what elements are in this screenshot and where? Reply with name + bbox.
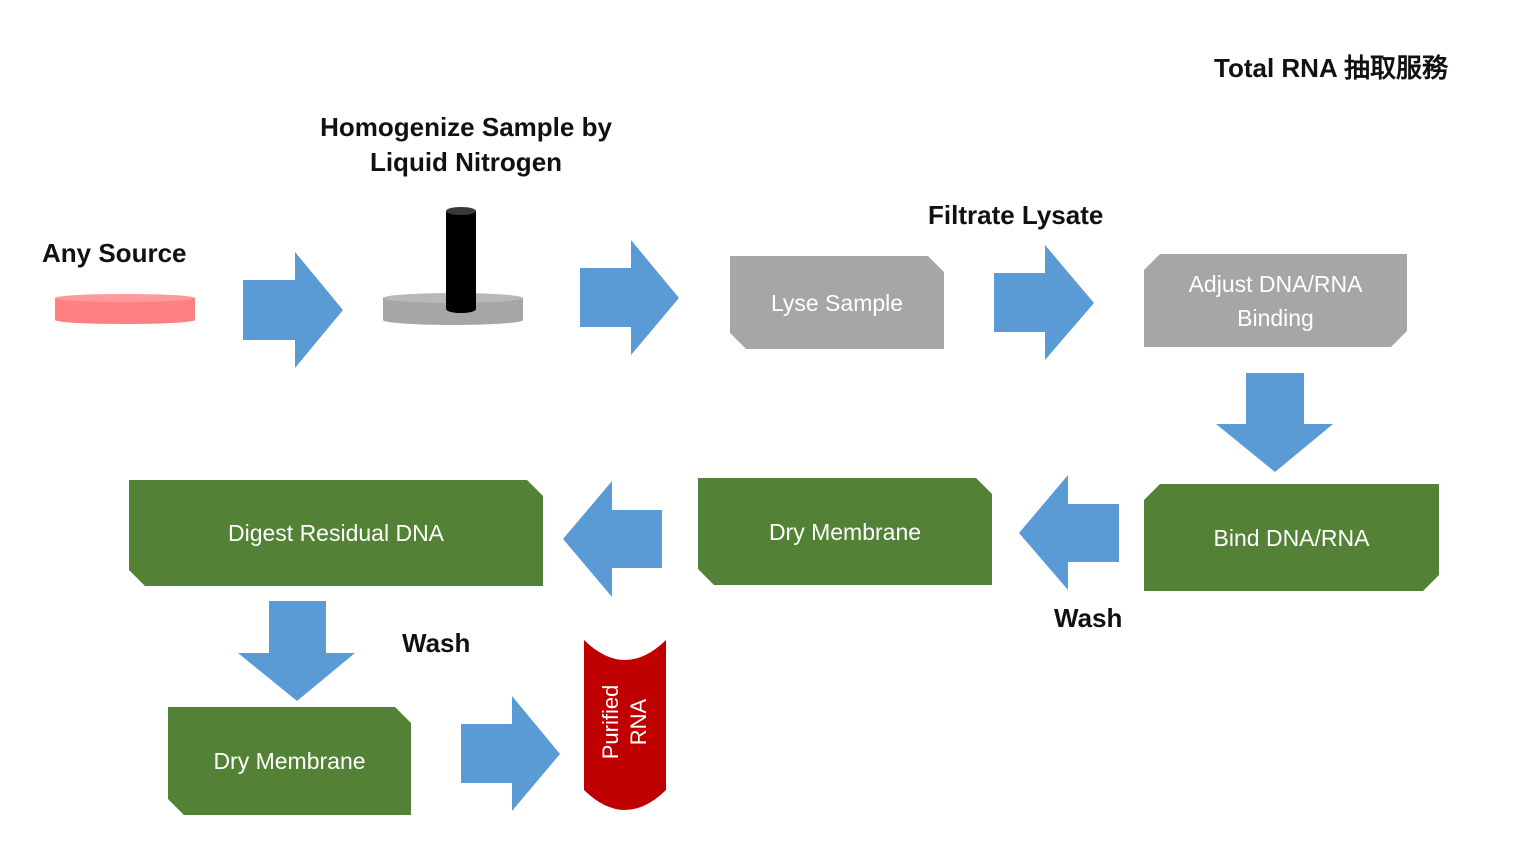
arrow-right-3 bbox=[994, 245, 1094, 360]
bind-step: Bind DNA/RNA bbox=[1144, 484, 1439, 591]
dry-membrane-step-2: Dry Membrane bbox=[168, 707, 411, 815]
homogenizer-icon bbox=[383, 207, 523, 325]
wash-label-2: Wash bbox=[402, 628, 471, 658]
wash-label-1: Wash bbox=[1054, 603, 1123, 633]
adjust-binding-step: Adjust DNA/RNA Binding bbox=[1144, 254, 1407, 347]
rna-tube-label: Purified RNA bbox=[597, 647, 653, 797]
homogenize-label-line2: Liquid Nitrogen bbox=[369, 147, 563, 177]
dry-membrane-step-1: Dry Membrane bbox=[698, 478, 992, 585]
rna-tube-label-line2: RNA bbox=[626, 698, 651, 746]
rna-tube-icon: Purified RNA bbox=[583, 640, 667, 812]
lyse-sample-label: Lyse Sample bbox=[770, 289, 904, 316]
adjust-binding-label-line2: Binding bbox=[1237, 304, 1314, 331]
rna-tube-shape bbox=[584, 640, 666, 810]
arrow-right-1 bbox=[243, 252, 343, 368]
arrow-right-2 bbox=[580, 240, 679, 355]
dry-membrane-label-2: Dry Membrane bbox=[213, 748, 366, 774]
homogenize-label: Homogenize Sample by Liquid Nitrogen bbox=[300, 110, 632, 180]
lyse-sample-step: Lyse Sample bbox=[730, 256, 944, 349]
filtrate-lysate-label: Filtrate Lysate bbox=[928, 200, 1104, 230]
dry-membrane-label-1: Dry Membrane bbox=[768, 518, 922, 545]
adjust-binding-label-line1: Adjust DNA/RNA bbox=[1188, 270, 1363, 297]
page-title: Total RNA 抽取服務 bbox=[1214, 53, 1448, 83]
arrow-right-4 bbox=[461, 696, 560, 811]
arrow-left-1 bbox=[1019, 475, 1119, 590]
any-source-label: Any Source bbox=[42, 238, 187, 268]
bind-label: Bind DNA/RNA bbox=[1213, 524, 1370, 551]
digest-dna-label: Digest Residual DNA bbox=[227, 520, 445, 546]
arrow-left-2 bbox=[563, 481, 662, 597]
homogenize-label-line1: Homogenize Sample by bbox=[320, 112, 612, 142]
arrow-down-1 bbox=[1216, 373, 1333, 472]
petri-dish-icon bbox=[55, 294, 195, 324]
arrow-down-2 bbox=[238, 601, 355, 701]
rna-tube-label-line1: Purified bbox=[598, 684, 623, 760]
digest-dna-step: Digest Residual DNA bbox=[129, 480, 543, 586]
